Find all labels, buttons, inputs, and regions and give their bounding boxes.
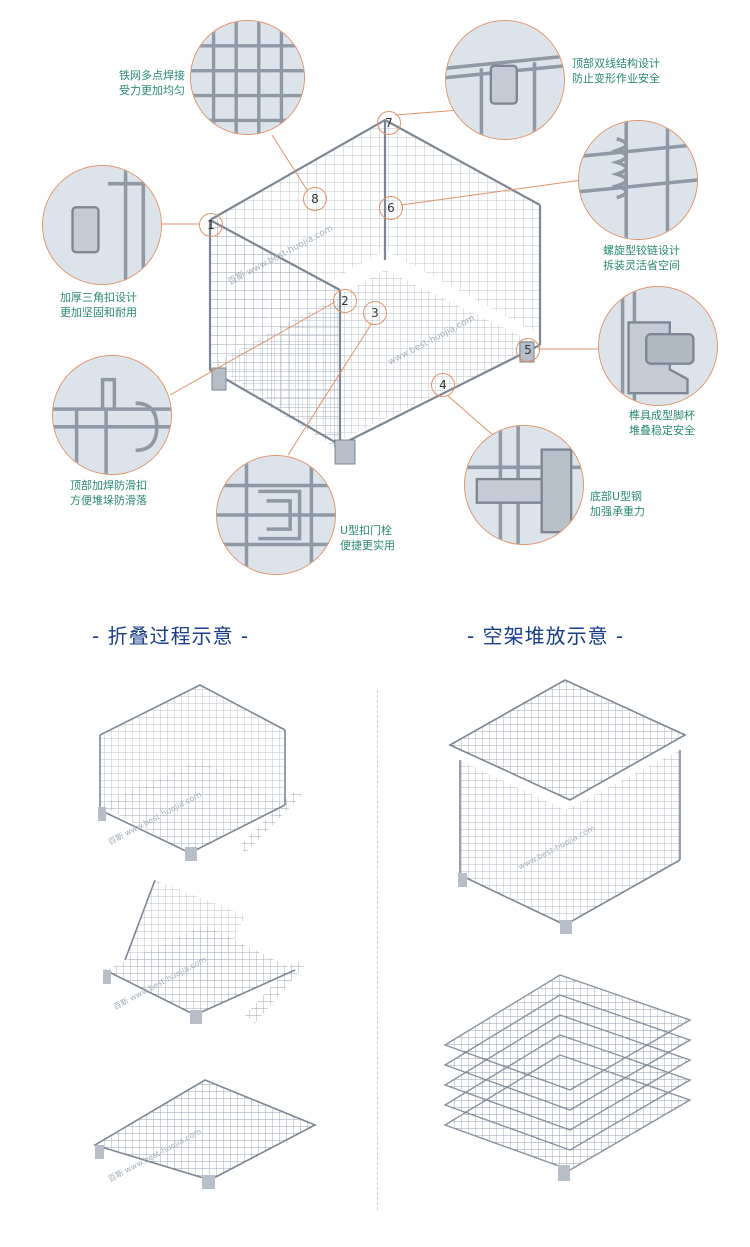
callout-welded-mesh: 铁网多点焊接 受力更加均匀: [95, 68, 185, 98]
section-divider: [377, 690, 378, 1210]
callout-u-steel-base-line2: 加强承重力: [590, 505, 645, 518]
callout-triangle-clasp: 加厚三角扣设计 更加坚固和耐用: [60, 290, 137, 320]
stacked-cages-illustration: www.best-huojia.com: [440, 675, 700, 935]
empty-stacking-title: - 空架堆放示意 -: [467, 624, 625, 648]
callout-u-door-latch: U型扣门栓 便捷更实用: [340, 523, 395, 553]
folding-step-3-cage: 百斯 www.best-huojia.com: [90, 1070, 320, 1190]
detail-triangle-clasp: [42, 165, 162, 285]
callout-u-steel-base: 底部U型钢 加强承重力: [590, 489, 645, 519]
marker-7: 7: [377, 111, 401, 135]
callout-foot-cup-line2: 堆叠稳定安全: [629, 424, 695, 437]
folding-step-1-cage: 百斯 www.best-huojia.com: [90, 675, 305, 865]
callout-top-double-wire: 顶部双线结构设计 防止变形作业安全: [572, 56, 660, 86]
callout-foot-cup: 榫具成型脚杯 堆叠稳定安全: [629, 408, 695, 438]
callout-spiral-hinge: 螺旋型铰链设计 拆装灵活省空间: [603, 243, 680, 273]
connector-lines: [160, 109, 600, 456]
marker-1-label: 1: [207, 218, 215, 232]
marker-8: 8: [303, 187, 327, 211]
marker-4: 4: [431, 373, 455, 397]
callout-anti-slip-buckle: 顶部加焊防滑扣 方便堆垛防滑落: [70, 478, 147, 508]
callout-u-door-latch-line1: U型扣门栓: [340, 524, 393, 537]
detail-u-steel-base: [464, 425, 584, 545]
callout-top-double-wire-line2: 防止变形作业安全: [572, 72, 660, 85]
callout-top-double-wire-line1: 顶部双线结构设计: [572, 57, 660, 70]
callout-triangle-clasp-line2: 更加坚固和耐用: [60, 306, 137, 319]
callout-u-door-latch-line2: 便捷更实用: [340, 539, 395, 552]
callout-anti-slip-buckle-line1: 顶部加焊防滑扣: [70, 479, 147, 492]
folding-process-title: - 折叠过程示意 -: [92, 624, 250, 648]
main-cage-illustration: 百斯 www.best-huojia.com www.best-huojia.c…: [190, 110, 560, 470]
marker-5: 5: [516, 338, 540, 362]
callout-triangle-clasp-line1: 加厚三角扣设计: [60, 291, 137, 304]
marker-1: 1: [199, 213, 223, 237]
marker-2-label: 2: [341, 294, 349, 308]
callout-anti-slip-buckle-line2: 方便堆垛防滑落: [70, 494, 147, 507]
marker-3: 3: [363, 301, 387, 325]
marker-4-label: 4: [439, 378, 447, 392]
callout-welded-mesh-line1: 铁网多点焊接: [119, 69, 185, 82]
marker-2: 2: [333, 289, 357, 313]
marker-3-label: 3: [371, 306, 379, 320]
detail-spiral-hinge: [578, 120, 698, 240]
flat-stacked-pile-illustration: [440, 960, 700, 1190]
detail-anti-slip-buckle: [52, 355, 172, 475]
marker-6-label: 6: [387, 201, 395, 215]
marker-7-label: 7: [385, 116, 393, 130]
folding-step-2-cage: 百斯 www.best-huojia.com: [95, 875, 310, 1030]
callout-u-steel-base-line1: 底部U型钢: [590, 490, 643, 503]
detail-welded-mesh: [190, 20, 305, 135]
detail-u-door-latch: [216, 455, 336, 575]
detail-foot-cup: [598, 286, 718, 406]
detail-top-double-wire: [445, 20, 565, 140]
marker-6: 6: [379, 196, 403, 220]
callout-welded-mesh-line2: 受力更加均匀: [119, 84, 185, 97]
callout-spiral-hinge-line2: 拆装灵活省空间: [603, 259, 680, 272]
marker-8-label: 8: [311, 192, 319, 206]
callout-foot-cup-line1: 榫具成型脚杯: [629, 409, 695, 422]
marker-5-label: 5: [524, 343, 532, 357]
callout-spiral-hinge-line1: 螺旋型铰链设计: [603, 244, 680, 257]
